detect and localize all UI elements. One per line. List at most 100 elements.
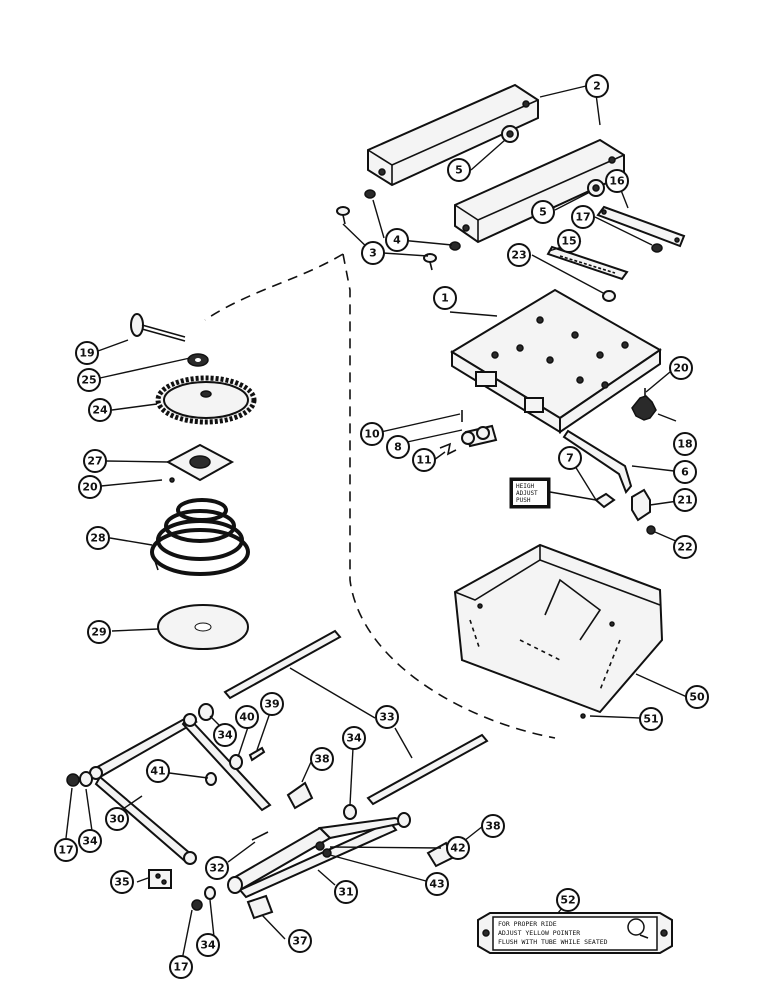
callout-17-b: 17 [169, 955, 193, 979]
svg-text:1: 1 [441, 292, 449, 305]
callout-3: 3 [361, 241, 385, 265]
scissor-frame-31 [227, 812, 411, 899]
decal-line-2: ADJUST [516, 490, 538, 497]
svg-text:40: 40 [239, 711, 255, 724]
screw-51 [580, 713, 586, 719]
svg-text:18: 18 [677, 438, 692, 451]
callout-35: 35 [110, 870, 134, 894]
bolt-left [336, 206, 350, 225]
svg-text:22: 22 [677, 541, 692, 554]
callout-50: 50 [685, 685, 709, 709]
svg-text:28: 28 [90, 532, 105, 545]
svg-text:23: 23 [511, 249, 526, 262]
spring-seat [165, 443, 235, 482]
callout-27: 27 [83, 449, 107, 473]
callout-51: 51 [639, 707, 663, 731]
washer-17-b [191, 899, 203, 911]
seat-boot [453, 543, 664, 714]
nut-42 [315, 841, 325, 851]
svg-text:11: 11 [416, 454, 431, 467]
adjust-knob-rear [501, 125, 519, 143]
bushing-34-a [198, 703, 214, 721]
bushing-34-c [343, 804, 357, 820]
ride-plate-line-2: ADJUST YELLOW POINTER [498, 929, 580, 937]
callout-34-a: 34 [213, 723, 237, 747]
callout-38-b: 38 [481, 814, 505, 838]
long-rod-lower [366, 733, 489, 806]
coil-spring [150, 498, 250, 576]
rod-bracket [631, 488, 651, 522]
callout-11: 11 [412, 448, 436, 472]
washer-17-a [66, 773, 80, 787]
callout-42: 42 [446, 836, 470, 860]
svg-text:33: 33 [379, 711, 394, 724]
spring-pad [157, 604, 249, 650]
roller-assembly [439, 410, 498, 456]
callout-17-a: 17 [54, 838, 78, 862]
assembly-dashed-line [204, 253, 556, 739]
callout-39: 39 [260, 692, 284, 716]
svg-text:34: 34 [200, 939, 216, 952]
pin-32 [251, 831, 269, 841]
block-37 [246, 894, 274, 920]
nut-22 [646, 525, 656, 535]
washer-right [449, 241, 461, 251]
svg-text:6: 6 [681, 466, 689, 479]
svg-text:21: 21 [677, 494, 692, 507]
callout-1: 1 [433, 286, 457, 310]
svg-text:24: 24 [92, 404, 108, 417]
svg-text:17: 17 [58, 844, 73, 857]
adjust-knob-front [587, 179, 605, 197]
svg-text:10: 10 [364, 428, 380, 441]
svg-text:27: 27 [87, 455, 102, 468]
pivot-bolt [130, 313, 186, 342]
callout-20-right: 20 [669, 356, 693, 380]
callout-29: 29 [87, 620, 111, 644]
svg-text:20: 20 [673, 362, 689, 375]
callout-32: 32 [205, 856, 229, 880]
adjust-rod [562, 429, 633, 494]
svg-text:37: 37 [292, 935, 307, 948]
svg-text:42: 42 [450, 842, 465, 855]
callout-40: 40 [235, 705, 259, 729]
callout-22: 22 [673, 535, 697, 559]
callout-4: 4 [385, 228, 409, 252]
star-knob [631, 388, 657, 421]
svg-text:34: 34 [346, 732, 362, 745]
svg-text:50: 50 [689, 691, 705, 704]
svg-text:34: 34 [82, 835, 98, 848]
svg-text:38: 38 [485, 820, 500, 833]
svg-text:43: 43 [429, 878, 444, 891]
ride-plate-line-3: FLUSH WITH TUBE WHILE SEATED [498, 938, 608, 946]
nut-17-top [651, 243, 663, 253]
washer-left [364, 189, 376, 199]
callout-28: 28 [86, 526, 110, 550]
svg-text:3: 3 [369, 247, 377, 260]
callout-2: 2 [585, 74, 609, 98]
svg-text:31: 31 [338, 886, 353, 899]
svg-text:52: 52 [560, 894, 575, 907]
svg-text:41: 41 [150, 765, 165, 778]
callout-15: 15 [557, 229, 581, 253]
roller-38-a [286, 781, 314, 810]
spacer-washer [187, 353, 209, 367]
washer-41 [205, 772, 217, 786]
callout-17-top: 17 [571, 205, 595, 229]
svg-text:16: 16 [609, 175, 625, 188]
block-35 [148, 869, 172, 889]
svg-text:35: 35 [114, 876, 129, 889]
svg-text:51: 51 [643, 713, 658, 726]
serial-plate [546, 245, 629, 281]
callout-34-d: 34 [196, 933, 220, 957]
bushing-34-b [79, 771, 93, 787]
svg-text:5: 5 [455, 164, 463, 177]
decal-line-3: PUSH [516, 497, 531, 504]
callout-5-front: 5 [531, 200, 555, 224]
svg-text:19: 19 [79, 347, 94, 360]
adjust-link [596, 205, 686, 248]
svg-text:20: 20 [82, 481, 98, 494]
callout-30: 30 [105, 807, 129, 831]
ride-plate-line-1: FOR PROPER RIDE [498, 920, 557, 928]
callout-16: 16 [605, 169, 629, 193]
